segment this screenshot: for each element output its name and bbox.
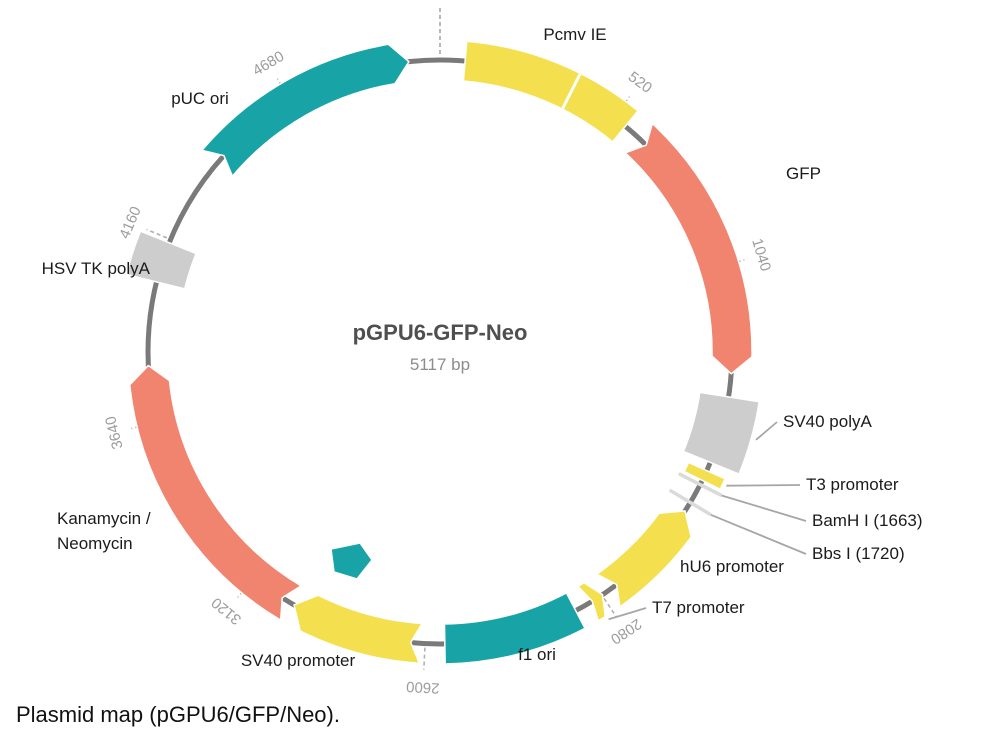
feature-sv40-polya — [682, 391, 760, 475]
leader-t7-promoter — [608, 607, 647, 621]
tick-label-520: 520 — [625, 68, 655, 97]
label-bbsi: Bbs I (1720) — [812, 544, 905, 563]
site-marker-bamhi — [677, 472, 723, 498]
label-kan-neo: Neomycin — [57, 534, 133, 553]
feature-divider — [561, 73, 582, 109]
feature-puc-ori — [201, 43, 410, 177]
tick-label-2600: 2600 — [406, 678, 440, 697]
feature-f1-ori — [443, 592, 586, 665]
tick-label-1040: 1040 — [748, 236, 774, 273]
label-pcmv-ie: Pcmv IE — [543, 25, 606, 44]
tick-label-3120: 3120 — [208, 594, 245, 628]
feature-gfp — [624, 122, 753, 375]
tick-label-3640: 3640 — [102, 414, 127, 450]
label-puc-ori: pUC ori — [171, 89, 229, 108]
label-sv40-polya: SV40 polyA — [783, 412, 872, 431]
label-hu6-promoter: hU6 promoter — [680, 557, 784, 576]
feature-kan-neo — [128, 364, 302, 621]
label-hsv-tk-polya: HSV TK polyA — [42, 259, 151, 278]
feature-hsv-tk-polya — [125, 230, 197, 290]
site-marker-bbsi — [668, 488, 712, 517]
tick-2080 — [603, 597, 617, 618]
label-gfp: GFP — [786, 164, 821, 183]
label-t7-promoter: T7 promoter — [652, 598, 745, 617]
figure-caption: Plasmid map (pGPU6/GFP/Neo). — [16, 702, 340, 727]
plasmid-title: pGPU6-GFP-Neo — [353, 320, 528, 345]
feature-sv40-promoter — [293, 594, 423, 665]
feature-t7-promoter — [577, 581, 607, 622]
tick-4160 — [146, 228, 168, 239]
tick-label-2080: 2080 — [607, 615, 644, 648]
feature-t3-promoter — [683, 461, 726, 490]
label-sv40-promoter: SV40 promoter — [241, 651, 356, 670]
label-f1-ori: f1 ori — [518, 645, 556, 664]
tick-2600 — [423, 647, 426, 670]
tick-label-4680: 4680 — [250, 48, 287, 80]
leader-t3-promoter — [726, 484, 801, 487]
pentagon-icon — [330, 542, 373, 580]
feature-pcmv-ie — [462, 40, 639, 143]
label-bamhi: BamH I (1663) — [812, 511, 923, 530]
label-t3-promoter: T3 promoter — [806, 475, 899, 494]
leader-sv40-polya — [755, 421, 778, 441]
leader-bamhi — [721, 494, 807, 522]
label-kan-neo: Kanamycin / — [57, 509, 151, 528]
plasmid-size-label: 5117 bp — [410, 355, 470, 374]
feature-hu6-promoter — [596, 510, 692, 608]
leader-bbsi — [710, 513, 807, 555]
